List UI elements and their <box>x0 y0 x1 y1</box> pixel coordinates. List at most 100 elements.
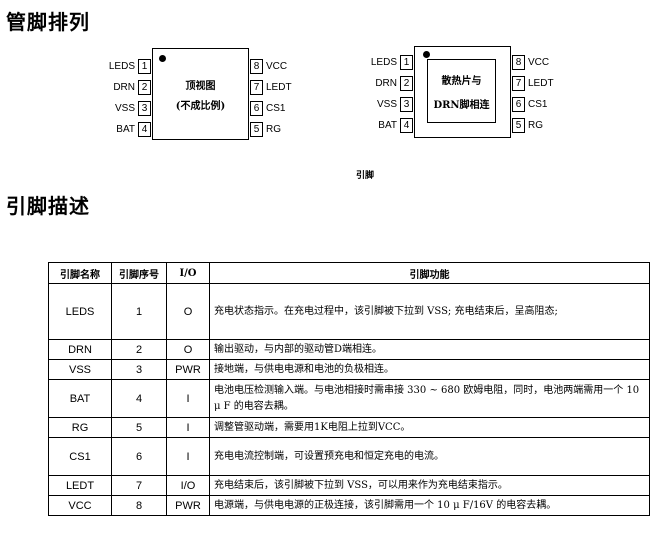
cell-function: 电源端，与供电电源的正极连接，该引脚需用一个 10 μ F/16V 的电容去耦。 <box>209 495 650 516</box>
cell-io: O <box>166 339 210 360</box>
pin-name: VCC <box>528 56 550 68</box>
cell-pin-number: 8 <box>111 495 167 516</box>
cell-function: 充电电流控制端，可设置预充电和恒定充电的电流。 <box>209 437 650 476</box>
cell-pin-name: LEDS <box>48 283 112 340</box>
cell-pin-name: CS1 <box>48 437 112 476</box>
pin-number: 3 <box>400 96 413 112</box>
cell-pin-number: 2 <box>111 339 167 360</box>
col-header-function: 引脚功能 <box>209 262 650 284</box>
pin-number: 5 <box>512 117 525 133</box>
cell-pin-number: 4 <box>111 379 167 418</box>
pin-number: 2 <box>400 75 413 91</box>
cell-function: 调整管驱动端，需要用1K电阻上拉到VCC。 <box>209 417 650 438</box>
col-header-io: I/O <box>166 262 210 284</box>
pin-name: VCC <box>266 60 288 72</box>
pin-name: BAT <box>116 123 135 135</box>
pin-name: DRN <box>113 81 135 93</box>
cell-function: 电池电压检测输入端。与电池相接时需串接 330 ~ 680 欧姆电阻，同时，电池… <box>209 379 650 418</box>
pin-name: LEDS <box>370 56 397 68</box>
cell-pin-name: DRN <box>48 339 112 360</box>
pad-label-line1: 散热片与 <box>441 76 482 87</box>
cell-io: PWR <box>166 359 210 380</box>
cell-function: 接地端，与供电电源和电池的负极相连。 <box>209 359 650 380</box>
chip-label-line1: 顶视图 <box>185 81 216 92</box>
pin-name: RG <box>528 119 543 131</box>
cell-pin-number: 1 <box>111 283 167 340</box>
cell-io: I <box>166 437 210 476</box>
pin-number: 1 <box>400 54 413 70</box>
table-header-row: 引脚名称 引脚序号 I/O 引脚功能 <box>48 262 650 284</box>
pin-number: 2 <box>138 79 151 95</box>
pin-number: 6 <box>512 96 525 112</box>
cell-pin-name: VCC <box>48 495 112 516</box>
cell-function: 充电状态指示。在充电过程中，该引脚被下拉到 VSS; 充电结束后，呈高阻态; <box>209 283 650 340</box>
cell-io: PWR <box>166 495 210 516</box>
chip-label-line2: (不成比例) <box>175 101 226 112</box>
pin-number: 7 <box>250 79 263 95</box>
cell-io: I/O <box>166 475 210 496</box>
cell-function: 输出驱动，与内部的驱动管D端相连。 <box>209 339 650 360</box>
pin-name: CS1 <box>266 102 286 114</box>
cell-pin-name: RG <box>48 417 112 438</box>
pin-name: RG <box>266 123 281 135</box>
chip-top-view: 顶视图 (不成比例) <box>152 48 249 140</box>
pad-label-line2: DRN脚相连 <box>433 100 490 111</box>
pin-number: 7 <box>512 75 525 91</box>
pin-number: 5 <box>250 121 263 137</box>
cell-pin-name: VSS <box>48 359 112 380</box>
col-header-number: 引脚序号 <box>111 262 167 284</box>
section-heading-description: 引脚描述 <box>6 194 90 218</box>
cell-function: 充电结束后，该引脚被下拉到 VSS，可以用来作为充电结束指示。 <box>209 475 650 496</box>
cell-io: I <box>166 379 210 418</box>
cell-pin-number: 5 <box>111 417 167 438</box>
pin-name: VSS <box>114 102 135 114</box>
pin-number: 8 <box>250 58 263 74</box>
cell-pin-name: BAT <box>48 379 112 418</box>
heatsink-pad: 散热片与 DRN脚相连 <box>427 59 496 123</box>
pin-number: 8 <box>512 54 525 70</box>
cell-pin-number: 7 <box>111 475 167 496</box>
pin-name: CS1 <box>528 98 548 110</box>
pin-name: VSS <box>376 98 397 110</box>
pin-number: 1 <box>138 58 151 74</box>
chip-package-view: 散热片与 DRN脚相连 <box>414 46 511 138</box>
cell-pin-name: LEDT <box>48 475 112 496</box>
col-header-name: 引脚名称 <box>48 262 112 284</box>
pin-number: 4 <box>400 117 413 133</box>
pin-name: LEDS <box>108 60 135 72</box>
pin-name: DRN <box>375 77 397 89</box>
pin-number: 4 <box>138 121 151 137</box>
cell-pin-number: 6 <box>111 437 167 476</box>
cell-io: I <box>166 417 210 438</box>
section-heading-pinout: 管脚排列 <box>6 10 90 34</box>
pin1-marker <box>159 55 166 62</box>
pin-name: BAT <box>378 119 397 131</box>
pin-name: LEDT <box>528 77 554 89</box>
pin-name: LEDT <box>266 81 292 93</box>
pin-number: 3 <box>138 100 151 116</box>
cell-io: O <box>166 283 210 340</box>
